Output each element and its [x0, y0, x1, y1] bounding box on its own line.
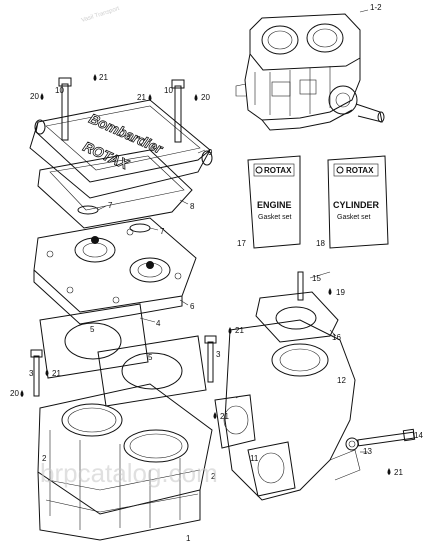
callout-7a: 7: [108, 201, 113, 210]
callout-9: 9: [208, 148, 213, 157]
cylinder-gasket-set-booklet: ROTAX CYLINDER Gasket set: [327, 155, 389, 249]
lubricant-drop-icon: [213, 412, 217, 419]
torque-21e: 21: [220, 412, 229, 421]
torque-19: 19: [336, 288, 345, 297]
callout-16: 16: [332, 333, 341, 342]
callout-5a: 5: [90, 325, 95, 334]
engine-booklet-brand: ROTAX: [264, 166, 292, 175]
callout-10b: 10: [164, 86, 173, 95]
watermark-stamp: Vasil Transport: [81, 6, 121, 24]
callout-1-2: 1-2: [370, 3, 382, 12]
head-cover-gasket-illustration: [37, 149, 193, 229]
callout-2b: 2: [211, 472, 216, 481]
callout-8: 8: [190, 202, 195, 211]
exhaust-manifold-illustration: [214, 319, 361, 501]
stud-illustration: [297, 271, 304, 301]
cylinder-block-illustration: [37, 383, 213, 541]
callout-15: 15: [312, 274, 321, 283]
watermark: brpcatalog.com Vasil Transport: [40, 6, 218, 488]
cylinder-booklet-subtitle: Gasket set: [337, 214, 371, 221]
torque-20b: 20: [201, 93, 210, 102]
torque-21c: 21: [235, 326, 244, 335]
engine-assembly-illustration: [235, 13, 385, 131]
callout-10a: 10: [55, 86, 64, 95]
cylinder-head-gasket-illustration: [39, 303, 207, 407]
lubricant-drop-icon: [387, 468, 391, 475]
engine-booklet-title: ENGINE: [257, 200, 292, 210]
lubricant-drop-icon: [45, 369, 49, 376]
lubricant-drop-icon: [148, 94, 152, 101]
callout-11: 11: [250, 454, 259, 463]
engine-gasket-set-booklet: ROTAX ENGINE Gasket set: [247, 155, 301, 249]
torque-20c: 20: [10, 389, 19, 398]
cylinder-screws-illustration: [30, 335, 217, 397]
torque-21a: 21: [99, 73, 108, 82]
callout-4: 4: [156, 319, 161, 328]
engine-booklet-subtitle: Gasket set: [258, 214, 292, 221]
callout-6: 6: [190, 302, 195, 311]
cylinder-booklet-brand: ROTAX: [346, 166, 374, 175]
torque-21d: 21: [52, 369, 61, 378]
callout-5b: 5: [148, 353, 153, 362]
lubricant-drop-icon: [20, 390, 24, 397]
callout-3b: 3: [216, 350, 221, 359]
callouts: 1-2 9 8 7 7 6 4 5 5 2 2 1 3 3 10 10 11 1…: [29, 3, 423, 543]
callout-12: 12: [337, 376, 346, 385]
callout-7b: 7: [160, 227, 165, 236]
callout-14: 14: [414, 431, 423, 440]
callout-3a: 3: [29, 369, 34, 378]
callout-18: 18: [316, 239, 325, 248]
lubricant-drop-icon: [328, 288, 332, 295]
callout-17: 17: [237, 239, 246, 248]
callout-1: 1: [186, 534, 191, 543]
torque-callouts: 21 20 21 20 21 21 20 19 21 21: [10, 73, 403, 477]
head-screws-illustration: [58, 77, 185, 143]
callout-13: 13: [363, 447, 372, 456]
manifold-screw-illustration: [345, 428, 416, 451]
leader-lines: [97, 9, 369, 453]
torque-20a: 20: [30, 92, 39, 101]
lubricant-drop-icon: [194, 94, 198, 101]
torque-21f: 21: [394, 468, 403, 477]
lubricant-drop-icon: [40, 93, 44, 100]
lubricant-drop-icon: [93, 74, 97, 81]
exhaust-gasket-illustration: [255, 291, 339, 343]
lubricant-drop-icon: [228, 327, 232, 334]
torque-21b: 21: [137, 93, 146, 102]
cylinder-booklet-title: CYLINDER: [333, 200, 380, 210]
cylinder-head-illustration: [33, 217, 197, 325]
callout-2a: 2: [42, 454, 47, 463]
watermark-main: brpcatalog.com: [40, 458, 218, 488]
